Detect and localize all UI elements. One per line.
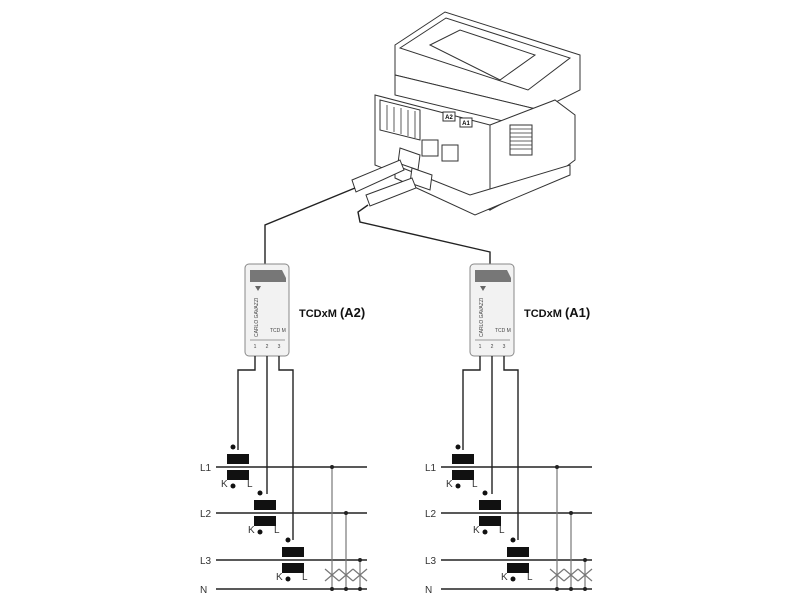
pin-label: 3 bbox=[278, 344, 281, 350]
module-name: TCDxM (A1) bbox=[524, 305, 590, 320]
line-label-l2: L2 bbox=[425, 509, 437, 520]
ct-terminal-l: L bbox=[247, 479, 253, 490]
ct-terminal-k: K bbox=[501, 572, 508, 583]
current-transformer bbox=[507, 563, 529, 573]
current-transformer bbox=[282, 563, 304, 573]
ct-terminal-l: L bbox=[499, 525, 505, 536]
current-transformer bbox=[254, 500, 276, 510]
terminal-block bbox=[379, 99, 421, 141]
polarity-dot bbox=[257, 490, 263, 496]
cable-a1 bbox=[357, 204, 491, 265]
line-label-l2: L2 bbox=[200, 509, 212, 520]
junction-dot bbox=[583, 587, 587, 591]
tcd-module: CARLO GAVAZZI TCD M 1 2 3 bbox=[469, 263, 515, 357]
line-label-l1: L1 bbox=[425, 463, 437, 474]
junction-dot bbox=[330, 465, 334, 469]
current-transformer bbox=[479, 516, 501, 526]
polarity-dot bbox=[230, 444, 236, 450]
module-model: TCD M bbox=[495, 328, 511, 334]
current-transformer bbox=[507, 547, 529, 557]
current-transformer bbox=[227, 454, 249, 464]
ct-terminal-k: K bbox=[221, 479, 228, 490]
ct-terminal-k: K bbox=[446, 479, 453, 490]
current-transformer bbox=[452, 454, 474, 464]
ct-terminal-k: K bbox=[473, 525, 480, 536]
junction-dot bbox=[358, 558, 362, 562]
polarity-dot bbox=[455, 483, 461, 489]
polarity-dot bbox=[455, 444, 461, 450]
polarity-dot bbox=[482, 529, 488, 535]
junction-dot bbox=[555, 465, 559, 469]
rj-port-a1 bbox=[441, 144, 459, 162]
junction-dot bbox=[569, 511, 573, 515]
ct-terminal-l: L bbox=[274, 525, 280, 536]
polarity-dot bbox=[285, 576, 291, 582]
cable-a2 bbox=[264, 187, 356, 265]
polarity-dot bbox=[510, 537, 516, 543]
ct-terminal-l: L bbox=[302, 572, 308, 583]
fuse-icon bbox=[549, 568, 565, 582]
junction-dot bbox=[344, 511, 348, 515]
polarity-dot bbox=[285, 537, 291, 543]
line-label-l3: L3 bbox=[200, 556, 212, 567]
junction-dot bbox=[555, 587, 559, 591]
junction-dot bbox=[358, 587, 362, 591]
pin-label: 1 bbox=[254, 344, 257, 350]
module-brand: CARLO GAVAZZI bbox=[254, 298, 260, 337]
polarity-dot bbox=[230, 483, 236, 489]
line-label-n: N bbox=[425, 585, 432, 596]
port-label-a1: A1 bbox=[462, 121, 470, 127]
energy-meter-device: A2 A1 bbox=[351, 11, 581, 216]
line-label-n: N bbox=[200, 585, 207, 596]
polarity-dot bbox=[482, 490, 488, 496]
current-transformer bbox=[254, 516, 276, 526]
module-name: TCDxM (A2) bbox=[299, 305, 365, 320]
circuit-group-a2: CARLO GAVAZZI TCD M 1 2 3 TCDxM (A2) bbox=[237, 263, 365, 540]
line-label-l1: L1 bbox=[200, 463, 212, 474]
module-model: TCD M bbox=[270, 328, 286, 334]
ct-terminal-k: K bbox=[248, 525, 255, 536]
ct-terminal-l: L bbox=[472, 479, 478, 490]
tcd-module: CARLO GAVAZZI TCD M 1 2 3 bbox=[244, 263, 290, 357]
fuse-icon bbox=[324, 568, 340, 582]
arrow-down-icon bbox=[480, 286, 486, 291]
vent-grille bbox=[509, 124, 533, 156]
ct-terminal-l: L bbox=[527, 572, 533, 583]
port-label-a2: A2 bbox=[445, 115, 453, 121]
current-transformer bbox=[282, 547, 304, 557]
current-transformer bbox=[479, 500, 501, 510]
ct-terminal-k: K bbox=[276, 572, 283, 583]
line-label-l3: L3 bbox=[425, 556, 437, 567]
current-transformer bbox=[227, 470, 249, 480]
polarity-dot bbox=[510, 576, 516, 582]
junction-dot bbox=[344, 587, 348, 591]
current-transformer bbox=[452, 470, 474, 480]
pin-label: 2 bbox=[266, 344, 269, 350]
junction-dot bbox=[569, 587, 573, 591]
rj-port-a2 bbox=[421, 139, 439, 157]
polarity-dot bbox=[257, 529, 263, 535]
fuse-icon bbox=[352, 568, 368, 582]
pin-label: 3 bbox=[503, 344, 506, 350]
junction-dot bbox=[330, 587, 334, 591]
circuit-group-a1: CARLO GAVAZZI TCD M 1 2 3 TCDxM (A1) bbox=[462, 263, 590, 540]
pin-label: 2 bbox=[491, 344, 494, 350]
fuse-icon bbox=[563, 568, 579, 582]
arrow-down-icon bbox=[255, 286, 261, 291]
junction-dot bbox=[583, 558, 587, 562]
module-brand: CARLO GAVAZZI bbox=[479, 298, 485, 337]
pin-label: 1 bbox=[479, 344, 482, 350]
fuse-icon bbox=[577, 568, 593, 582]
fuse-icon bbox=[338, 568, 354, 582]
